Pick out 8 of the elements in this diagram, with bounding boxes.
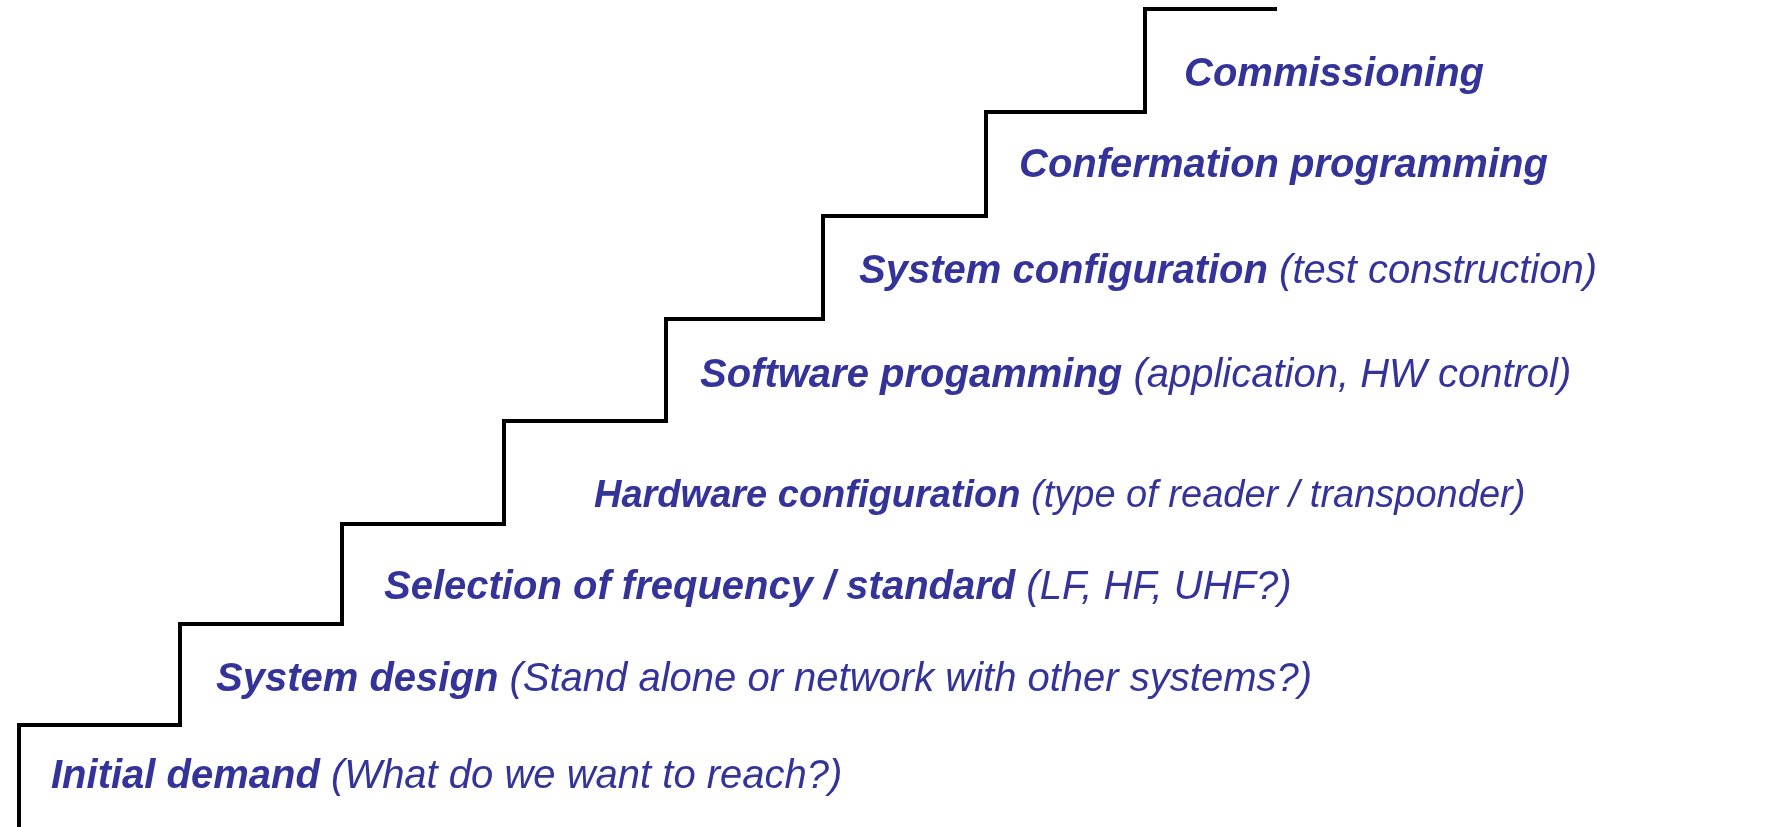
step-label: System design (Stand alone or network with other systems?) [216,657,1313,697]
step-label: Initial demand (What do we want to reach?) [51,754,843,794]
step-label: Selection of frequency / standard (LF, HF, UHF?) [384,565,1292,605]
step-label: System configuration (test construction) [859,249,1597,289]
step-label: Commissioning [1184,52,1485,92]
step-label: Hardware configuration (type of reader / transponder) [594,475,1526,513]
step-label: Software progamming (application, HW control) [700,353,1572,393]
step-label: Confermation programming [1019,143,1548,183]
